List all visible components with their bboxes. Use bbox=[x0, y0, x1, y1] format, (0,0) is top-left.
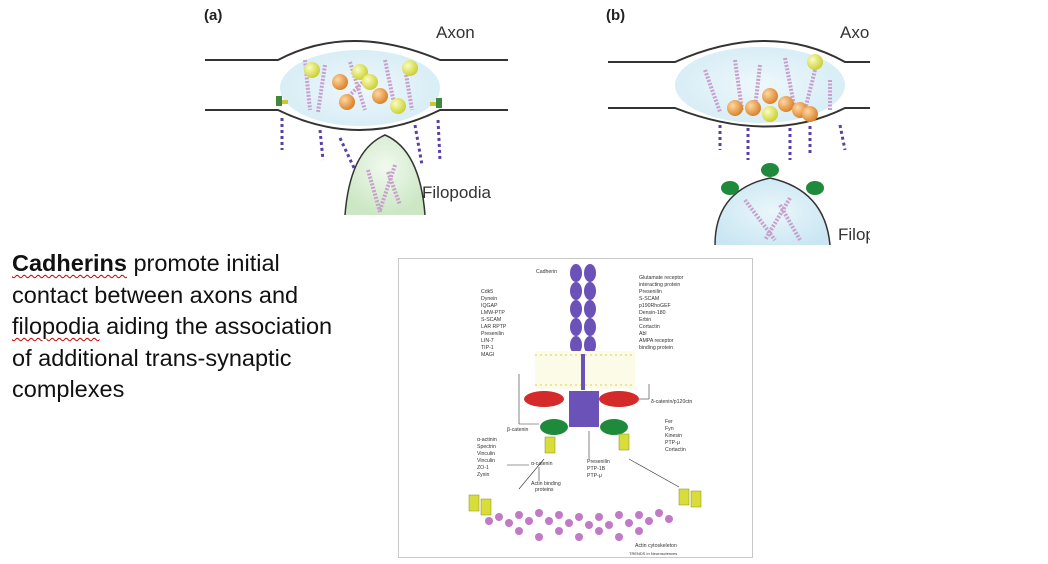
right-list-item: Abl bbox=[639, 331, 647, 337]
left-list-item: Presenilin bbox=[481, 331, 504, 337]
panel-b-axon-label: Axon bbox=[840, 23, 870, 42]
panel-b-letter: (b) bbox=[606, 7, 625, 24]
panel-b-filopodia-label: Filopodia bbox=[838, 225, 870, 244]
actin-cytoskeleton-label: Actin cytoskeleton bbox=[635, 543, 677, 549]
presenilin-list: Presenilin PTP-1B PTP-μ bbox=[587, 459, 610, 479]
panel-a-axon-label: Axon bbox=[436, 23, 475, 42]
delta-catenin-label: δ-catenin/p120ctn bbox=[651, 399, 692, 405]
binder-item: ZO-1 bbox=[477, 465, 489, 471]
beta-catenin-label: β-catenin bbox=[507, 427, 529, 433]
right-list-item: S-SCAM bbox=[639, 296, 659, 302]
actin-binding-label-2: proteins bbox=[535, 487, 554, 493]
right-list-item: Glutamate receptor bbox=[639, 275, 684, 281]
right-list-item: Erbin bbox=[639, 317, 651, 323]
axon-filopodia-diagram: (a) Axon Filopod bbox=[204, 7, 870, 245]
caption-text-1: promote initial contact between axons an… bbox=[12, 250, 299, 308]
presenilin-item: Presenilin bbox=[587, 459, 610, 465]
panel-a: (a) Axon Filopod bbox=[204, 7, 508, 216]
fer-item: Cortactin bbox=[665, 447, 686, 453]
right-list-item: p190RhoGEF bbox=[639, 303, 671, 309]
right-list-item: interacting protein bbox=[639, 282, 680, 288]
panel-a-filopodia-label: Filopodia bbox=[422, 183, 492, 202]
caption-text: Cadherins promote initial contact betwee… bbox=[12, 248, 352, 406]
alpha-catenin-label: α-catenin bbox=[531, 461, 553, 467]
cadherin-complex-figure: Cadherin bbox=[398, 258, 753, 558]
right-list-item: Cortactin bbox=[639, 324, 660, 330]
right-list-item: AMPA receptor bbox=[639, 338, 674, 344]
right-interactor-list: Glutamate receptor interacting protein P… bbox=[639, 275, 684, 351]
panel-a-letter: (a) bbox=[204, 7, 222, 24]
caption-text-2: aiding the association of additional tra… bbox=[12, 313, 333, 402]
binder-item: Vinculin bbox=[477, 458, 495, 464]
fer-item: Fyn bbox=[665, 426, 674, 432]
left-list-item: TIP-1 bbox=[481, 345, 494, 351]
actin-binding-label-1: Actin binding bbox=[531, 481, 561, 487]
left-list-item: Dynein bbox=[481, 296, 497, 302]
caption-bold-term: Cadherins bbox=[12, 250, 127, 276]
cadherin-complex-svg: Cadherin bbox=[468, 264, 702, 556]
right-list-item: binding protein bbox=[639, 345, 673, 351]
right-list-item: Densin-180 bbox=[639, 310, 666, 316]
fer-item: PTP-μ bbox=[665, 440, 680, 446]
source-label: TRENDS in Neurosciences bbox=[629, 551, 677, 556]
presenilin-item: PTP-μ bbox=[587, 473, 602, 479]
left-interactor-list: Cdk5 Dynein IQGAP LMW-PTP S-SCAM LAR RPT… bbox=[481, 289, 507, 358]
left-list-item: LMW-PTP bbox=[481, 310, 505, 316]
binder-item: Vinculin bbox=[477, 451, 495, 457]
binder-item: Zyxin bbox=[477, 472, 490, 478]
fer-list: Fer Fyn Kinesin PTP-μ Cortactin bbox=[665, 419, 686, 453]
fer-item: Kinesin bbox=[665, 433, 682, 439]
left-list-item: MAGI bbox=[481, 352, 494, 358]
binder-item: Spectrin bbox=[477, 444, 496, 450]
left-list-item: LIN-7 bbox=[481, 338, 494, 344]
left-list-item: IQGAP bbox=[481, 303, 498, 309]
alpha-catenin-binder-list: α-actinin Spectrin Vinculin Vinculin ZO-… bbox=[477, 437, 497, 478]
caption-underlined-term: filopodia bbox=[12, 313, 100, 339]
binder-item: α-actinin bbox=[477, 437, 497, 443]
left-list-item: S-SCAM bbox=[481, 317, 501, 323]
actin-filaments bbox=[485, 509, 673, 541]
cadherin-domains bbox=[570, 264, 596, 354]
right-list-item: Presenilin bbox=[639, 289, 662, 295]
fer-item: Fer bbox=[665, 419, 673, 425]
presenilin-item: PTP-1B bbox=[587, 466, 606, 472]
left-list-item: LAR RPTP bbox=[481, 324, 507, 330]
panel-b: (b) Axon Filopodia bbox=[606, 7, 870, 245]
cadherin-label: Cadherin bbox=[536, 269, 557, 275]
left-list-item: Cdk5 bbox=[481, 289, 493, 295]
